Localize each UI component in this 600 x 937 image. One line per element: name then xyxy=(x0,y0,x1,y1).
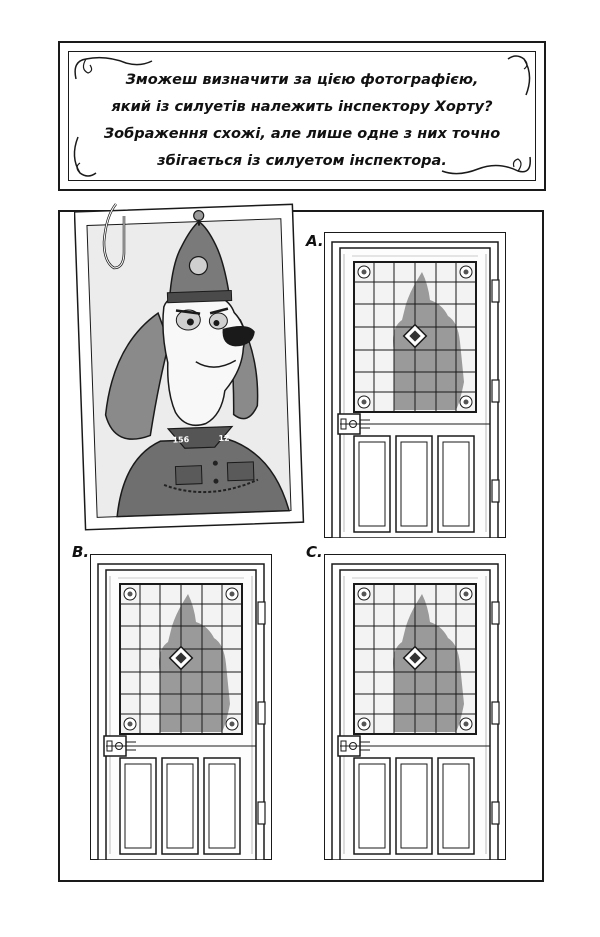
flourish-top-right-icon xyxy=(507,55,531,96)
badge-right: 12 xyxy=(218,434,229,443)
flourish-bottom-left-icon xyxy=(73,136,97,177)
option-label-a: A. xyxy=(306,232,324,250)
paper-clip-icon xyxy=(102,203,126,270)
flourish-top-left-icon xyxy=(74,56,153,80)
instruction-line: який із силуетів належить інспектору Хор… xyxy=(111,99,493,115)
banner-inner-border xyxy=(68,51,536,181)
flourish-bottom-right-icon xyxy=(441,156,531,175)
instruction-text: Зможеш визначити за цією фотографією, як… xyxy=(100,67,504,175)
option-label-b: B. xyxy=(72,543,90,561)
instruction-line: збігається із силуетом інспектора. xyxy=(157,153,447,169)
instruction-line: Зображення схожі, але лише одне з них то… xyxy=(103,126,501,142)
instruction-banner: Зможеш визначити за цією фотографією, як… xyxy=(58,41,546,191)
door-option-b[interactable] xyxy=(90,554,272,860)
inspector-photo: 156 12 xyxy=(74,203,305,531)
instruction-line: Зможеш визначити за цією фотографією, xyxy=(125,72,479,88)
door-option-c[interactable] xyxy=(324,554,506,860)
puzzle-panel xyxy=(58,210,544,882)
door-option-a[interactable] xyxy=(324,232,506,538)
badge-left: 156 xyxy=(172,435,189,445)
option-label-c: C. xyxy=(306,543,323,561)
uniform xyxy=(116,438,291,518)
